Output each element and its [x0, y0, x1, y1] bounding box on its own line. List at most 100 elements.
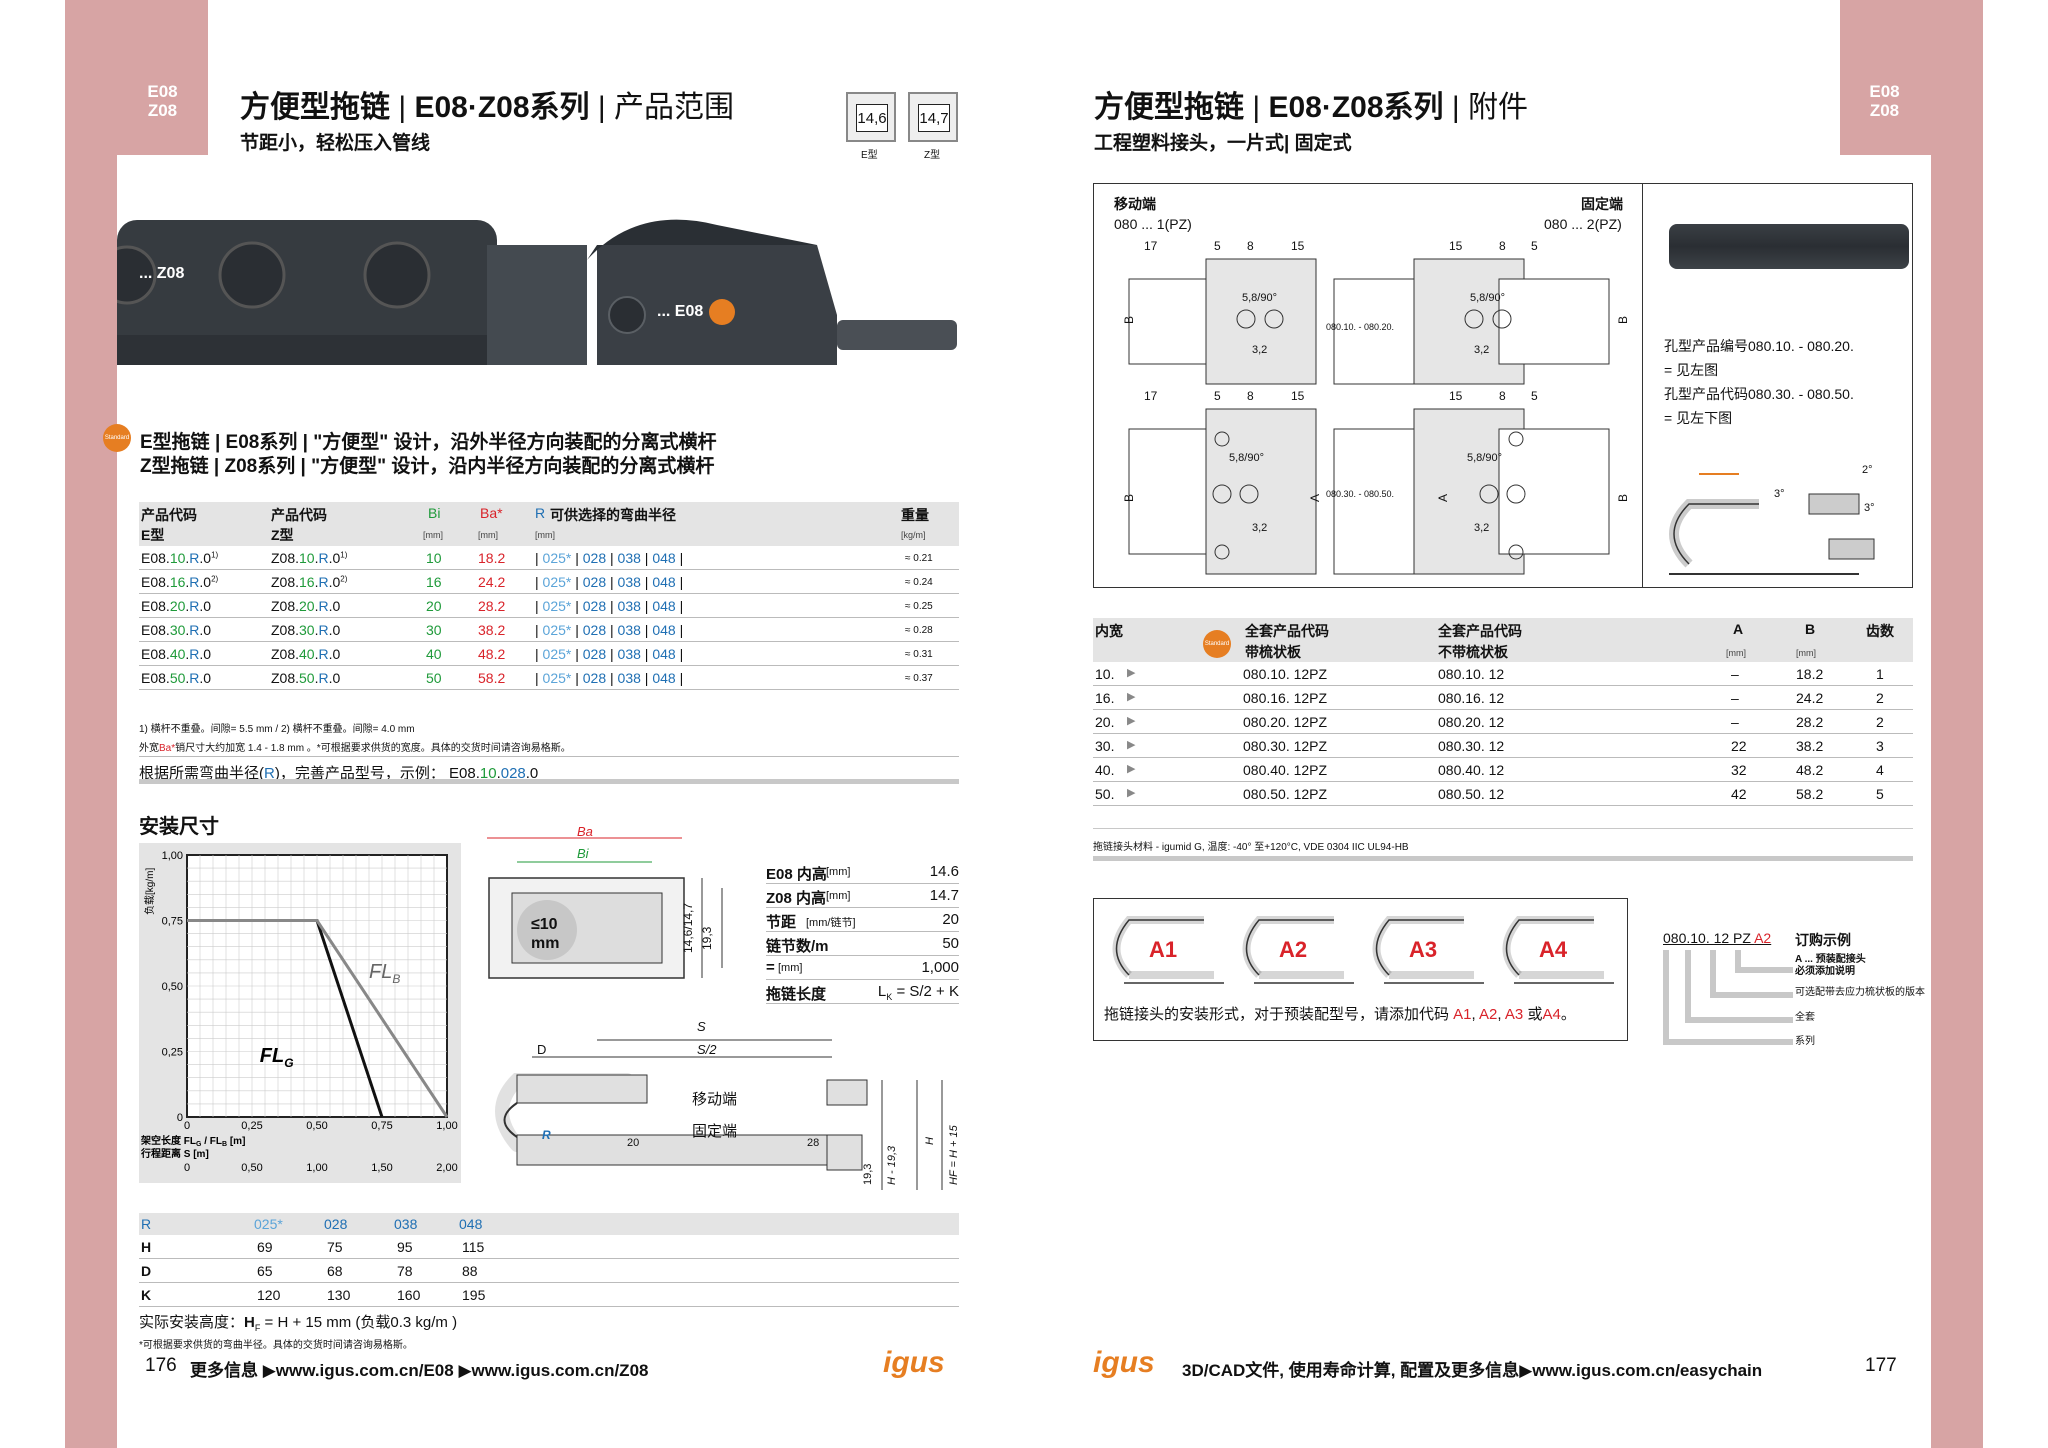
code-z-prefix: Z08. [271, 550, 300, 566]
hole-label-bot-r: 5,8/90° [1467, 452, 1502, 464]
th-type-z: Z型 [271, 527, 294, 543]
code-z-r: R [318, 574, 329, 590]
code-e-prefix: E08. [141, 622, 170, 638]
order-line1: A ... 预装配接头 [1795, 954, 1866, 965]
cell-code-e: E08.40.R.0 [141, 646, 211, 662]
desc-line3: 孔型产品代码080.30. - 080.50. [1664, 386, 1854, 402]
mount-text-a3: A3 [1504, 1006, 1524, 1023]
badge-z-value: 14,7 [918, 104, 950, 132]
spec-row: =[mm]1,000 [766, 956, 959, 980]
right-title-part-a: 方便型拖链 [1094, 91, 1244, 124]
side-n193: 19,3 [862, 1163, 874, 1185]
code-z-dot: . [314, 550, 319, 566]
rtable-head-cell: 038 [394, 1216, 418, 1232]
unit-weight: [kg/m] [901, 530, 926, 540]
dimension-label: 5 [1531, 239, 1538, 253]
radius-option: 048 [652, 646, 676, 662]
bracket-table: 内宽 Standard 全套产品代码 全套产品代码 A B 齿数 带梳状板 不带… [1093, 618, 1913, 806]
section-h1: 14,6/14,7 [681, 902, 695, 953]
order-line3: 可选配带去应力梳状板的版本 [1795, 987, 1925, 998]
cell-weight: ≈ 0.31 [905, 649, 933, 660]
hole-label-top-l: 5,8/90° [1242, 292, 1277, 304]
spec-value: 50 [942, 935, 959, 952]
left-footer-link-e08[interactable]: www.igus.com.cn/E08 [275, 1361, 454, 1380]
example-r: R [264, 765, 275, 782]
side-drawing-svg [495, 1039, 943, 1190]
code-z-prefix: Z08. [271, 670, 300, 686]
desc-line4: = 见左下图 [1664, 410, 1733, 426]
bcell-b: 24.2 [1796, 690, 1824, 706]
hole-label-top-r: 5,8/90° [1470, 292, 1505, 304]
left-footer-label: 更多信息 [190, 1361, 258, 1380]
code-z-width: 30 [299, 622, 315, 638]
left-page-number: 176 [145, 1355, 177, 1376]
code-e-dot: . [185, 646, 190, 662]
chart-x2-tick: 0,50 [241, 1162, 262, 1174]
hole-label-bot-l: 5,8/90° [1229, 452, 1264, 464]
spec-unit: [mm/链节] [806, 917, 856, 929]
rtable-key: D [141, 1263, 152, 1279]
bracket-svg [1128, 258, 1610, 575]
th-code-e: 产品代码 [141, 507, 197, 523]
bcell-code-with: 080.30. 12PZ [1243, 738, 1328, 754]
desc-line2: = 见左图 [1664, 362, 1719, 378]
mount-chain-icon [1112, 916, 1224, 984]
badge-z-label: Z型 [924, 150, 941, 161]
side-n20: 20 [627, 1137, 640, 1149]
cell-ba: 48.2 [478, 646, 506, 662]
b-label-2: B [1616, 315, 1630, 324]
chart-y-tick: 0 [177, 1112, 183, 1124]
rtable-head-cell: 028 [324, 1216, 348, 1232]
rth-with-comb: 带梳状板 [1245, 644, 1301, 660]
spec-value: 20 [942, 911, 959, 928]
order-line5: 系列 [1795, 1036, 1815, 1047]
radius-option: 025* [542, 646, 572, 662]
bcell-teeth: 3 [1876, 738, 1884, 754]
desc-line1: 孔型产品编号080.10. - 080.20. [1664, 338, 1854, 354]
mount-code: A4 [1539, 937, 1568, 962]
side-h-minus: H - 19,3 [886, 1145, 898, 1185]
radius-option: 038 [617, 622, 641, 638]
code-e-width: 20 [169, 598, 186, 614]
cell-ba: 24.2 [478, 574, 506, 590]
code-e-prefix: E08. [141, 550, 170, 566]
right-igus-logo: igus [1093, 1346, 1155, 1379]
radius-option: 048 [652, 574, 676, 590]
left-page-title: 方便型拖链 | E08·Z08系列 | 产品范围 [240, 91, 735, 124]
code-e-width: 50 [169, 670, 186, 686]
unit-r: [mm] [535, 530, 555, 540]
footnote-2-c: 销尺寸大约加宽 1.4 - 1.8 mm 。*可根据要求供货的宽度。具体的交货时… [175, 743, 571, 754]
left-igus-logo: igus [883, 1346, 945, 1379]
right-footer-link[interactable]: www.igus.com.cn/easychain [1532, 1361, 1763, 1380]
radius-option: 028 [582, 646, 607, 662]
row-arrow-icon: ▶ [1127, 667, 1136, 679]
right-tab: E08 Z08 [1857, 82, 1912, 120]
code-z-prefix: Z08. [271, 574, 300, 590]
section-mm: mm [531, 935, 560, 952]
rth-teeth: 齿数 [1866, 623, 1894, 639]
radius-option: 025* [542, 598, 572, 614]
left-footer: 更多信息 ▶www.igus.com.cn/E08 ▶www.igus.com.… [190, 1361, 649, 1380]
cell-code-e: E08.30.R.0 [141, 622, 211, 638]
chart-x2-tick: 1,00 [306, 1162, 327, 1174]
bcell-teeth: 4 [1876, 762, 1884, 778]
cell-radii: | 025* | 028 | 038 | 048 | [535, 550, 684, 566]
cell-weight: ≈ 0.21 [905, 553, 933, 564]
radius-option: 048 [652, 622, 676, 638]
rtable-cell: 160 [397, 1287, 421, 1303]
spec-lk-rest: = S/2 + K [892, 983, 959, 1000]
a-label-2: A [1436, 493, 1450, 502]
left-footer-link-z08[interactable]: www.igus.com.cn/Z08 [471, 1361, 649, 1380]
code-z-dot: . [314, 646, 319, 662]
cell-code-z: Z08.16.R.02) [271, 574, 347, 590]
product-photo: ... Z08 ... E08 [97, 205, 962, 385]
side-fixed-end: 固定端 [692, 1123, 738, 1140]
